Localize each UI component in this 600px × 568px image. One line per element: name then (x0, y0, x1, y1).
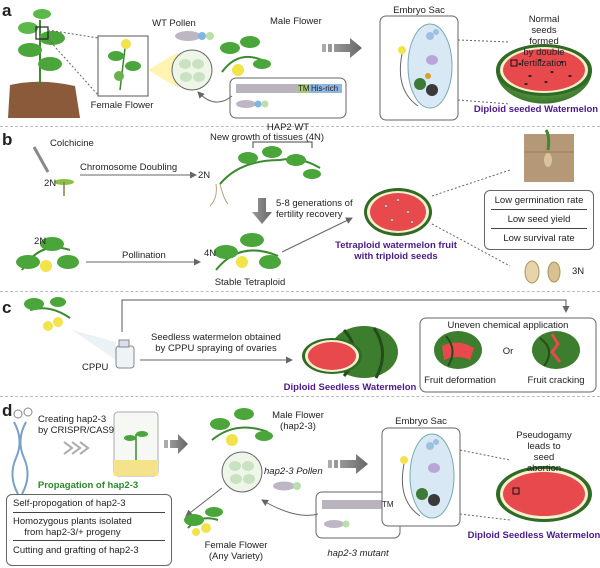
issues-box: Low germination rate Low seed yield Low … (484, 190, 594, 250)
doubled-2n-label: 2N (198, 170, 211, 181)
propagation-item-3: Cutting and grafting of hap2-3 (13, 545, 139, 556)
any-variety-female-flower-icon (184, 507, 223, 536)
diploid-plant-icon (16, 237, 79, 272)
seedless-obtained-label: Seedless watermelon obtained by CPPU spr… (151, 332, 281, 354)
male-flower-label: Male Flower (270, 16, 322, 27)
panel-d-letter: d (2, 401, 13, 420)
hap2-tm-label: TM (298, 84, 310, 93)
seeded-watermelon-label: Diploid seeded Watermelon (473, 104, 599, 115)
doubled-seedling-icon (219, 146, 321, 185)
uneven-application-label: Uneven chemical application (447, 320, 569, 331)
triploid-seeds-icon (524, 260, 561, 284)
panel-b-letter: b (2, 130, 13, 149)
hap2-wt-label: HAP2 WT (266, 122, 310, 133)
tetraploid-watermelon-icon (364, 188, 432, 236)
cppu-sprayer-icon (24, 297, 135, 369)
propagation-title: Propagation of hap2-3 (37, 480, 139, 491)
chromosome-doubling-label: Chromosome Doubling (80, 162, 178, 173)
propagation-item-2: Homozygous plants isolated from hap2-3/+… (13, 516, 132, 538)
panel-c-letter: c (2, 298, 12, 317)
triploid-3n-label: 3N (572, 266, 585, 277)
stable-tetraploid-label: Stable Tetraploid (214, 277, 286, 288)
plant-2n-label: 2N (34, 236, 47, 247)
hap2-pollen-label: hap2-3 Pollen (264, 466, 323, 477)
issue-survival: Low survival rate (503, 233, 575, 244)
embryo-sac-icon (398, 23, 453, 109)
or-label: Or (502, 346, 514, 357)
seed-germination-icon (524, 129, 574, 182)
plant-in-soil-icon (8, 9, 80, 118)
plant-4n-label: 4N (204, 248, 217, 259)
normal-seeds-label: Normal seeds formed by double fertilizat… (521, 14, 567, 69)
seedless-watermelon-icon (302, 326, 398, 379)
mutant-male-flower-label: Male Flower (hap2-3) (272, 410, 324, 432)
colchicine-label: Colchicine (50, 138, 94, 149)
embryo-sac-label: Embryo Sac (393, 5, 445, 16)
propagation-box: Self-propogation of hap2-3 Homozygous pl… (6, 494, 172, 566)
separator-ab (0, 126, 600, 127)
seeded-watermelon-icon (496, 44, 592, 104)
panel-a-letter: a (2, 1, 12, 20)
wt-pollen-icon (175, 31, 214, 41)
fruit-cracking-label: Fruit cracking (527, 375, 585, 386)
propagation-item-1: Self-propogation of hap2-3 (13, 498, 126, 509)
fruit-deformation-label: Fruit deformation (424, 375, 496, 386)
fruit-deformation-icon (434, 331, 482, 369)
new-growth-label: New growth of tissues (4N) (210, 132, 325, 143)
fertility-recovery-label: 5-8 generations of fertility recovery (276, 198, 353, 220)
pollination-label: Pollination (122, 250, 166, 261)
seedling-2n-label: 2N (44, 178, 57, 189)
hap2-mutant-label: hap2-3 mutant (327, 548, 389, 559)
embryo-sac-d-label: Embryo Sac (395, 416, 447, 427)
separator-bc (0, 291, 600, 292)
crispr-label: Creating hap2-3 by CRISPR/CAS9 (38, 414, 115, 436)
wt-pollen-label: WT Pollen (152, 18, 196, 29)
male-flower-icon (220, 36, 271, 76)
female-flower-icon (108, 39, 141, 91)
hap2-mutant-tm-label: TM (382, 500, 394, 509)
any-variety-female-label: Female Flower (Any Variety) (204, 540, 268, 562)
issue-seed-yield: Low seed yield (507, 214, 571, 225)
female-flower-label: Female Flower (90, 100, 154, 111)
tetraploid-plant-icon (214, 233, 281, 271)
hap2-his-label: His-rich (311, 84, 339, 93)
pseudogamy-label: Pseudogamy leads to seed abortion (516, 430, 572, 474)
separator-cd (0, 396, 600, 397)
issue-germination: Low germination rate (494, 195, 584, 206)
seedless-watermelon-c-label: Diploid Seedless Watermelon (283, 382, 417, 393)
hap2-pollen-icon (273, 481, 301, 491)
seedless-watermelon-d-label: Diploid Seedless Watermelon (467, 530, 600, 541)
culture-tube-icon (113, 411, 159, 477)
mutant-male-flower-icon (210, 408, 273, 446)
tetraploid-fruit-label: Tetraploid watermelon fruit with triploi… (335, 240, 457, 262)
mutant-embryo-sac-icon (400, 433, 455, 519)
dna-scissors-icon (11, 407, 33, 495)
seedless-watermelon-d-icon (496, 466, 592, 522)
fruit-cracking-icon (532, 331, 580, 369)
cppu-label: CPPU (82, 362, 109, 373)
